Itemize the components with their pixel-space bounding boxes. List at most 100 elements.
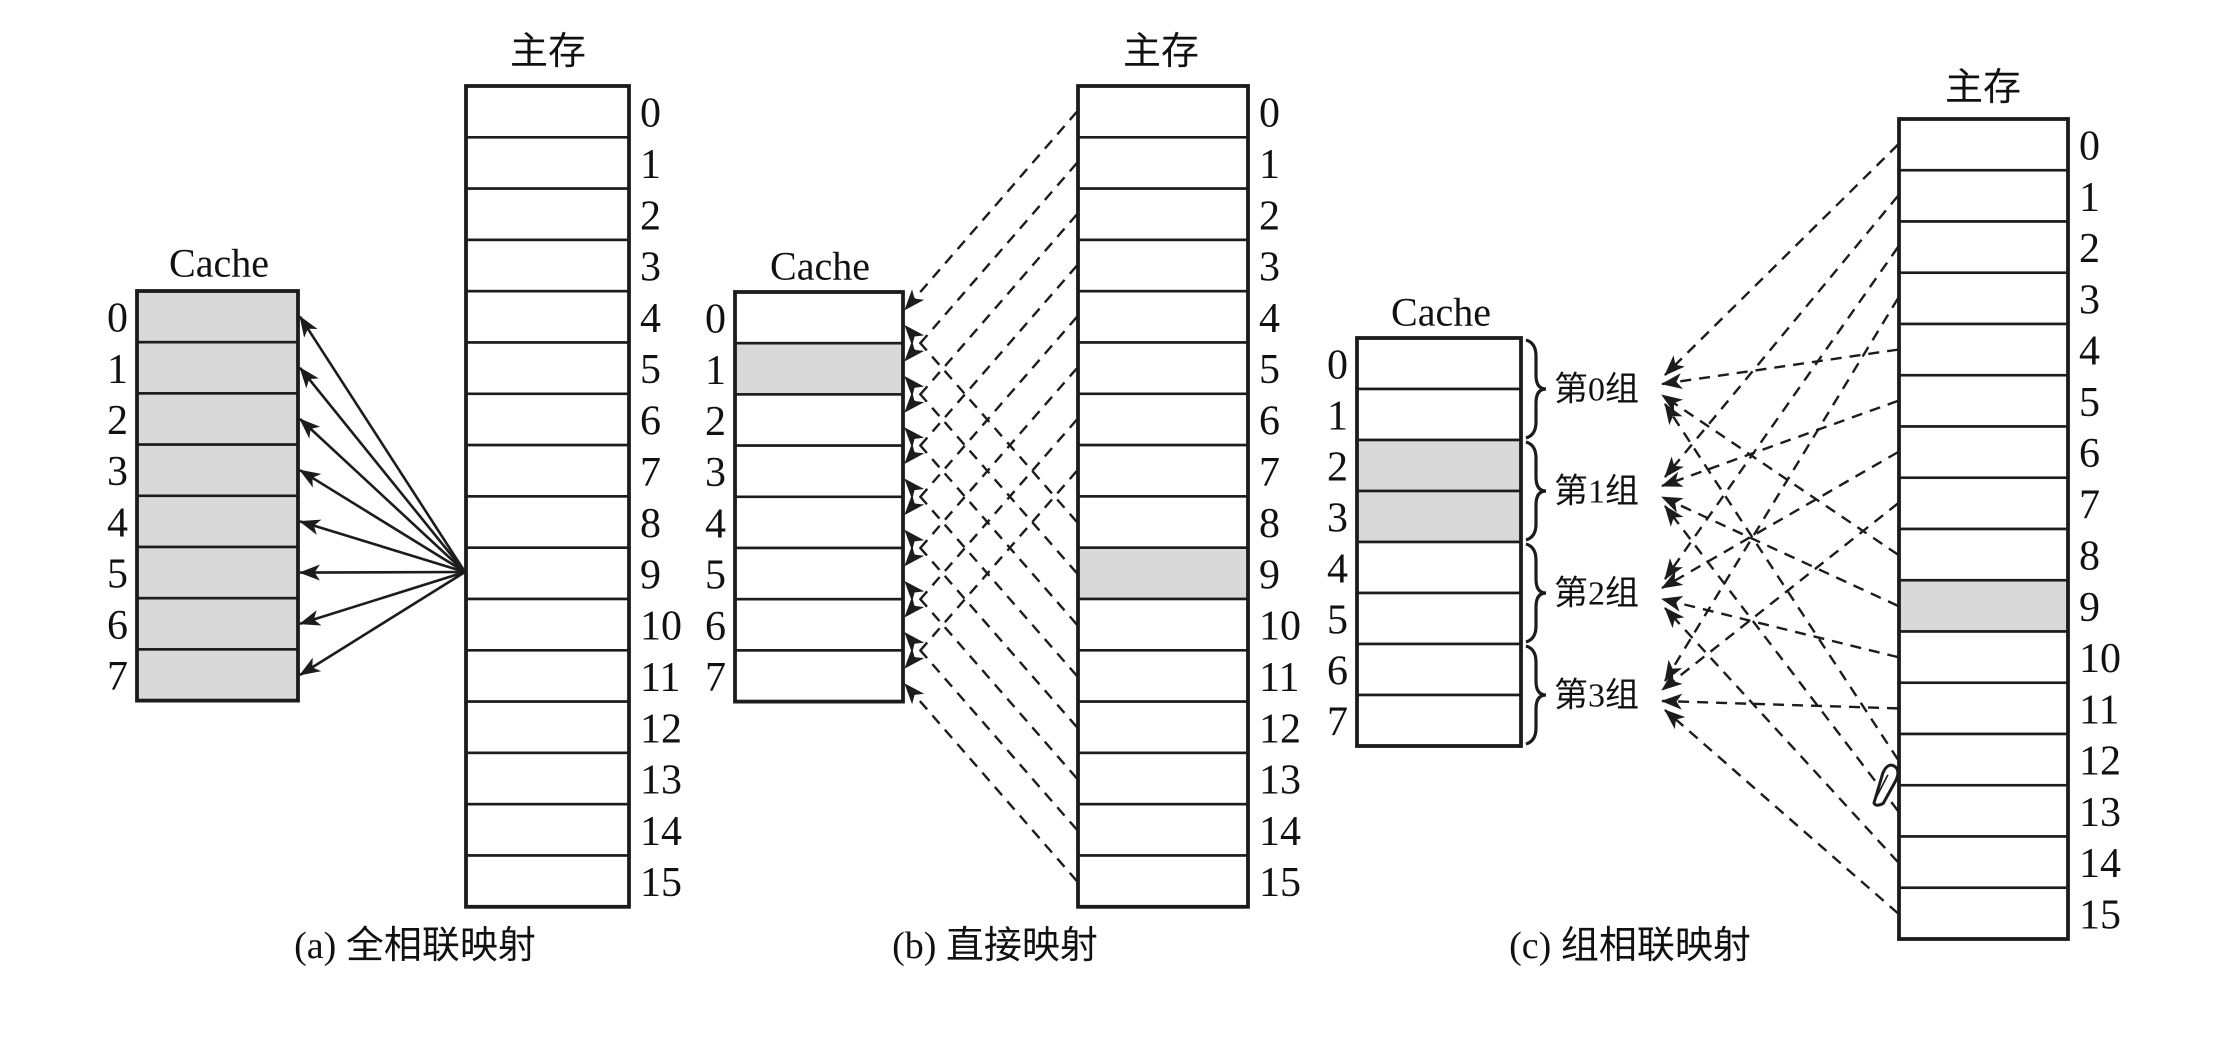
memory-row [1897,527,2070,582]
memory-row-label: 15 [2079,892,2121,938]
group-label: 第3组 [1554,677,1639,715]
cache-outline [135,289,300,703]
mapping-arrow [904,580,1078,780]
cache-row-label: 2 [1327,445,1348,491]
mapping-arrow [1664,607,1899,863]
memory-row-label: 15 [640,860,682,906]
cache-row-label: 2 [107,398,128,444]
memory-row-label: 4 [640,296,661,342]
cache-row-label: 0 [107,296,128,342]
mapping-arrow [299,564,466,581]
memory-row [464,495,631,549]
memory-row-label: 1 [2079,175,2100,221]
cache-row-label: 7 [1327,700,1348,746]
memory-row-label: 13 [640,758,682,804]
memory-row-label: 12 [640,706,682,752]
cache-row [135,340,300,395]
cache-row [1355,489,1523,544]
cache-row-label: 7 [107,654,128,700]
memory-row [464,238,631,293]
memory-row-label: 6 [1259,398,1280,444]
cache-row-label: 3 [705,450,726,496]
panel-caption: (a) 全相联映射 [294,925,536,967]
memory-row-label: 14 [1259,809,1301,855]
memory-row-label: 0 [2079,124,2100,170]
memory-row-label: 12 [2079,739,2121,785]
cache-row [135,392,300,446]
memory-row [1897,220,2070,275]
memory-row-label: 9 [1259,552,1280,598]
memory-row [1897,578,2070,633]
mapping-arrow [904,683,1078,882]
cache-row [733,393,905,447]
mapping-arrow [904,469,1078,669]
cache-row [1355,438,1523,493]
cache-title: Cache [1391,290,1491,335]
memory-row-label: 1 [1259,142,1280,188]
mapping-arrow [904,324,1078,523]
mapping-arrow [298,315,467,573]
cache-row-label: 4 [107,500,128,546]
panel-caption: (c) 组相联映射 [1509,925,1751,967]
memory-row [1897,117,2070,172]
memory-row [464,700,631,755]
mapping-arrow [1664,709,1899,915]
cache-row [1355,693,1523,748]
cache-row-label: 1 [705,348,726,394]
memory-row-label: 7 [2079,482,2100,528]
memory-row [1076,392,1250,447]
memory-row [1076,136,1250,190]
memory-row [1897,681,2070,736]
cache-row-label: 0 [705,297,726,343]
mapping-arrow [1661,596,1899,659]
mapping-arrow [1664,195,1899,478]
memory-row [1076,546,1250,601]
cache-row-label: 5 [1327,598,1348,644]
mapping-arrow [299,570,466,626]
memory-row-label: 5 [640,347,661,393]
cache-row [135,443,300,498]
memory-row [1076,443,1250,498]
memory-row [1897,476,2070,531]
memory-row-label: 7 [1259,450,1280,496]
mapping-arrow [1663,403,1900,761]
cache-row-label: 4 [1327,547,1348,593]
memory-row-label: 13 [2079,790,2121,836]
group-brace [1525,644,1547,746]
memory-row-label: 4 [2079,329,2100,375]
memory-row-label: 10 [2079,636,2121,682]
memory-row [1897,373,2070,428]
cache-outline [733,290,905,704]
memory-row-label: 14 [640,809,682,855]
pen-cursor-icon [1872,763,1900,807]
mapping-arrow [1661,399,1899,488]
cache-outline [1355,336,1523,748]
memory-row [464,341,631,396]
memory-row-label: 10 [640,604,682,650]
mapping-arrow [1664,246,1899,580]
mapping-arrow [904,529,1078,729]
cache-row-label: 5 [705,553,726,599]
group-label: 第2组 [1554,575,1639,613]
memory-row-label: 8 [640,501,661,547]
mapping-arrow [298,366,467,573]
mapping-arrow [1664,505,1899,812]
mapping-arrow [904,632,1078,831]
memory-row-label: 7 [640,450,661,496]
cache-row [135,648,300,702]
mapping-arrow [1661,394,1899,556]
group-brace [1525,440,1547,542]
mapping-arrow [299,570,466,677]
memory-row [464,802,631,857]
group-brace [1525,338,1547,440]
group-label: 第0组 [1554,371,1639,409]
memory-row-label: 11 [1259,655,1299,701]
mapping-arrow [1661,502,1899,691]
memory-row-label: 5 [2079,380,2100,426]
cache-row [135,596,300,651]
memory-row [1076,84,1250,139]
cache-row [135,289,300,344]
mapping-arrow [904,418,1078,618]
mapping-arrow [904,213,1078,413]
